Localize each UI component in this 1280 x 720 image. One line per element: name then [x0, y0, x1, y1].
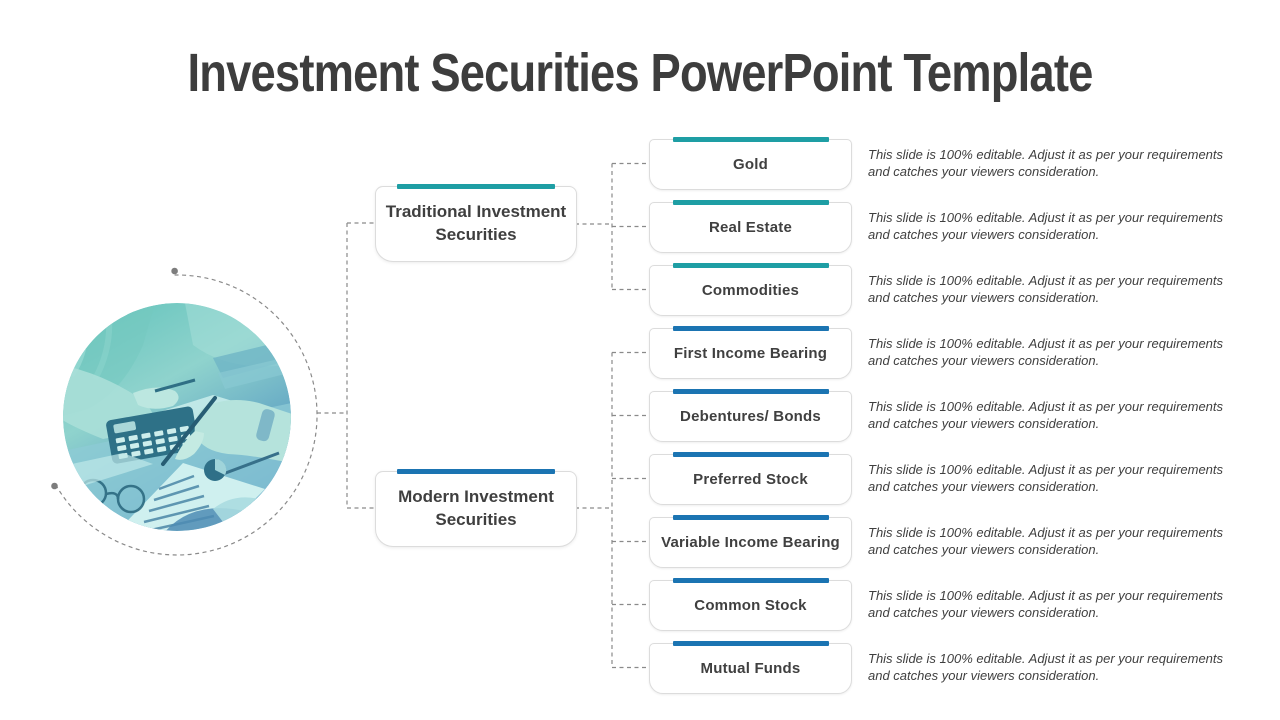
finance-desk-photo — [63, 303, 291, 531]
accent-bar — [672, 326, 829, 331]
item-description: This slide is 100% editable. Adjust it a… — [868, 147, 1224, 179]
branch-box-modern: Modern Investment Securities — [375, 469, 577, 547]
branch-label: Modern Investment Securities — [398, 487, 554, 529]
item-box-gold: Gold — [649, 137, 852, 190]
item-description: This slide is 100% editable. Adjust it a… — [868, 462, 1224, 494]
accent-bar — [672, 641, 829, 646]
item-box-commodities: Commodities — [649, 263, 852, 316]
item-description: This slide is 100% editable. Adjust it a… — [868, 399, 1224, 431]
item-description: This slide is 100% editable. Adjust it a… — [868, 588, 1224, 620]
item-description: This slide is 100% editable. Adjust it a… — [868, 525, 1224, 557]
branch-label: Traditional Investment Securities — [385, 202, 567, 244]
item-description: This slide is 100% editable. Adjust it a… — [868, 273, 1224, 305]
item-label: Common Stock — [694, 597, 807, 614]
accent-bar — [672, 200, 829, 205]
accent-bar — [672, 515, 829, 520]
accent-bar — [397, 469, 555, 474]
item-box-variable-income-bearing: Variable Income Bearing — [649, 515, 852, 568]
finance-photo-illustration — [63, 303, 291, 531]
item-box-first-income-bearing: First Income Bearing — [649, 326, 852, 379]
accent-bar — [672, 389, 829, 394]
item-label: Preferred Stock — [693, 471, 808, 488]
item-description: This slide is 100% editable. Adjust it a… — [868, 210, 1224, 242]
accent-bar — [672, 452, 829, 457]
item-box-common-stock: Common Stock — [649, 578, 852, 631]
item-label: Debentures/ Bonds — [680, 408, 821, 425]
accent-bar — [397, 184, 555, 189]
slide-title: Investment Securities PowerPoint Templat… — [187, 43, 1094, 103]
item-label: First Income Bearing — [673, 345, 828, 362]
item-label: Variable Income Bearing — [661, 534, 840, 551]
branch-box-traditional: Traditional Investment Securities — [375, 184, 577, 262]
item-box-preferred-stock: Preferred Stock — [649, 452, 852, 505]
item-box-real-estate: Real Estate — [649, 200, 852, 253]
item-box-mutual-funds: Mutual Funds — [649, 641, 852, 694]
item-description: This slide is 100% editable. Adjust it a… — [868, 651, 1224, 683]
item-box-debentures-bonds: Debentures/ Bonds — [649, 389, 852, 442]
accent-bar — [672, 263, 829, 268]
item-label: Gold — [733, 156, 768, 173]
accent-bar — [672, 137, 829, 142]
accent-bar — [672, 578, 829, 583]
item-label: Commodities — [701, 282, 800, 299]
item-description: This slide is 100% editable. Adjust it a… — [868, 336, 1224, 368]
item-label: Real Estate — [708, 219, 793, 236]
item-label: Mutual Funds — [700, 660, 801, 677]
